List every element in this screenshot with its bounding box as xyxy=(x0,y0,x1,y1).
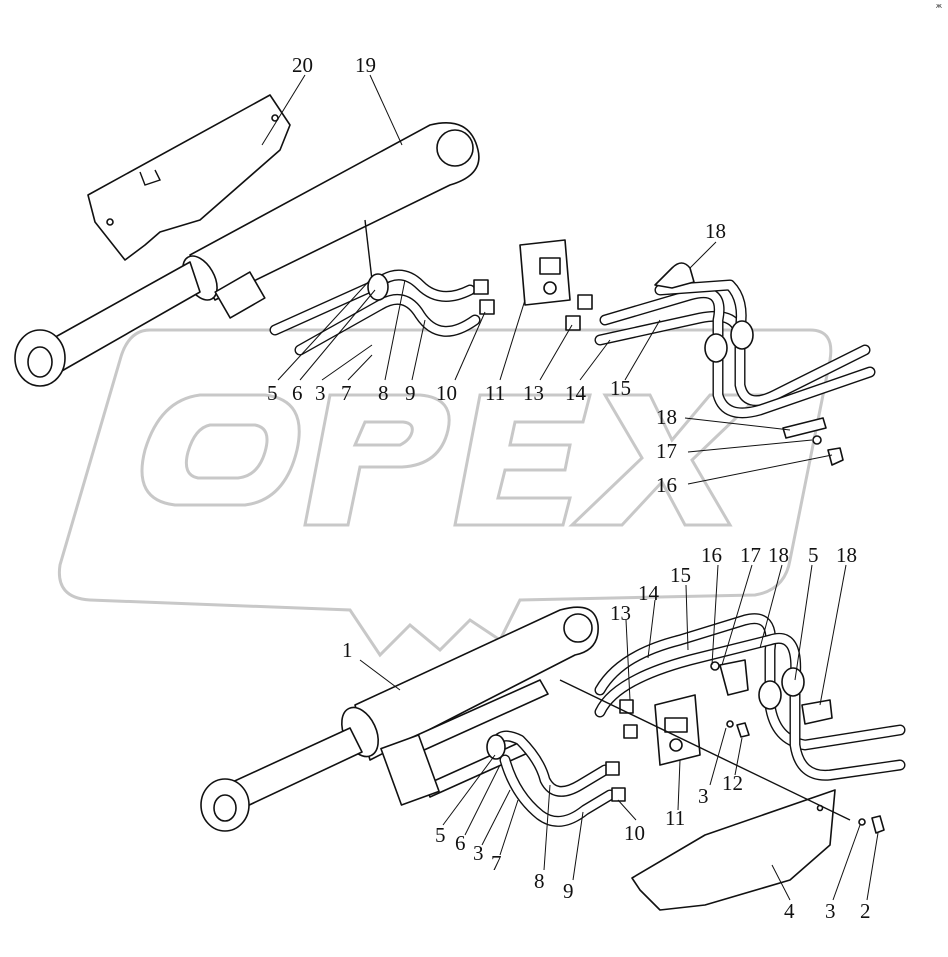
bolt-2 xyxy=(871,815,885,834)
fitting-10 xyxy=(605,761,620,776)
fitting-13 xyxy=(619,699,634,714)
callout-19: 19 xyxy=(355,53,376,77)
hose-14 xyxy=(594,613,906,751)
washer-3 xyxy=(858,818,866,826)
fitting-13 xyxy=(565,315,581,331)
bolt-12 xyxy=(736,722,750,738)
callout-6: 6 xyxy=(292,381,303,405)
clamp-18 xyxy=(654,262,695,289)
callout-3: 3 xyxy=(315,381,326,405)
callout-6: 6 xyxy=(455,831,466,855)
rod-eye-bore xyxy=(27,346,53,378)
page-mark: ж xyxy=(935,2,942,10)
callout-18: 18 xyxy=(705,219,726,243)
fitting-13 xyxy=(577,294,593,310)
assembly-axis xyxy=(559,679,851,821)
callout-2: 2 xyxy=(860,899,871,923)
washer-3 xyxy=(726,720,734,728)
rod-eye-bore xyxy=(213,794,237,822)
callout-5: 5 xyxy=(267,381,278,405)
fitting-10 xyxy=(473,279,489,295)
callout-18: 18 xyxy=(656,405,677,429)
watermark-letter-p xyxy=(303,393,451,527)
cylinder-eye xyxy=(436,129,474,167)
guard-plate-hole xyxy=(106,218,114,226)
callout-1: 1 xyxy=(342,638,353,662)
callout-15: 15 xyxy=(610,376,631,400)
callout-10: 10 xyxy=(624,821,645,845)
callout-7: 7 xyxy=(341,381,352,405)
fitting-10 xyxy=(611,787,626,802)
washer-17 xyxy=(710,661,720,671)
upper-leaders xyxy=(261,74,833,485)
callout-20: 20 xyxy=(292,53,313,77)
manifold-port xyxy=(543,281,557,295)
lower-leaders xyxy=(359,564,879,901)
hose-sleeve xyxy=(704,333,728,363)
callout-9: 9 xyxy=(563,879,574,903)
callout-8: 8 xyxy=(378,381,389,405)
callout-17: 17 xyxy=(656,439,677,463)
watermark xyxy=(57,328,833,658)
callout-5: 5 xyxy=(435,823,446,847)
hydraulic-cylinder-1 xyxy=(354,606,599,761)
hose-sleeve xyxy=(758,680,782,710)
callout-14: 14 xyxy=(638,581,660,605)
mount-bracket xyxy=(380,734,440,806)
hose-sleeve xyxy=(781,667,805,697)
callout-16: 16 xyxy=(701,543,722,567)
callout-13: 13 xyxy=(610,601,631,625)
callout-14: 14 xyxy=(565,381,587,405)
guard-plate-4 xyxy=(631,789,836,911)
callout-18: 18 xyxy=(836,543,857,567)
callout-3: 3 xyxy=(825,899,836,923)
manifold-port xyxy=(539,257,561,275)
watermark-plate xyxy=(57,328,833,658)
bolt-16 xyxy=(827,447,844,466)
callout-3: 3 xyxy=(698,784,709,808)
callout-3: 3 xyxy=(473,841,484,865)
bracket-stem xyxy=(364,219,373,281)
guard-plate-notch xyxy=(139,169,161,186)
hose-15 xyxy=(594,633,906,781)
manifold-port xyxy=(669,738,683,752)
callout-11: 11 xyxy=(665,806,685,830)
hydraulic-cylinder-19 xyxy=(189,121,480,301)
watermark-letter-e xyxy=(453,393,592,527)
cylinder-rod xyxy=(49,261,201,373)
fitting-10 xyxy=(479,299,495,315)
watermark-letters xyxy=(140,393,764,527)
valve-block xyxy=(214,271,266,319)
callout-17: 17 xyxy=(740,543,761,567)
watermark-letter-o xyxy=(140,393,301,507)
hose-sleeve xyxy=(730,320,754,350)
callout-7: 7 xyxy=(491,851,502,875)
callout-16: 16 xyxy=(656,473,677,497)
callout-4: 4 xyxy=(784,899,795,923)
callout-5: 5 xyxy=(808,543,819,567)
manifold-port xyxy=(664,717,688,733)
guard-plate-20 xyxy=(87,94,291,261)
clamp-18 xyxy=(719,659,749,696)
hose-clamp-5 xyxy=(367,273,389,301)
callout-11: 11 xyxy=(485,381,505,405)
callout-18: 18 xyxy=(768,543,789,567)
clamp-18 xyxy=(782,417,827,439)
lower-assembly: 1 16 17 18 5 18 15 14 13 12 3 11 10 5 6 … xyxy=(200,543,906,923)
cylinder-eye xyxy=(563,613,593,643)
callout-12: 12 xyxy=(722,771,743,795)
callout-9: 9 xyxy=(405,381,416,405)
watermark-letter-x xyxy=(568,393,764,527)
washer-17 xyxy=(812,435,822,445)
fitting-13 xyxy=(623,724,638,739)
callout-15: 15 xyxy=(670,563,691,587)
callout-13: 13 xyxy=(523,381,544,405)
callout-10: 10 xyxy=(436,381,457,405)
upper-assembly: 20 19 18 5 6 3 7 8 9 10 11 13 14 15 18 1… xyxy=(14,53,876,497)
callout-8: 8 xyxy=(534,869,545,893)
hose-clamp-5 xyxy=(486,734,506,760)
clamp-18 xyxy=(801,699,833,725)
